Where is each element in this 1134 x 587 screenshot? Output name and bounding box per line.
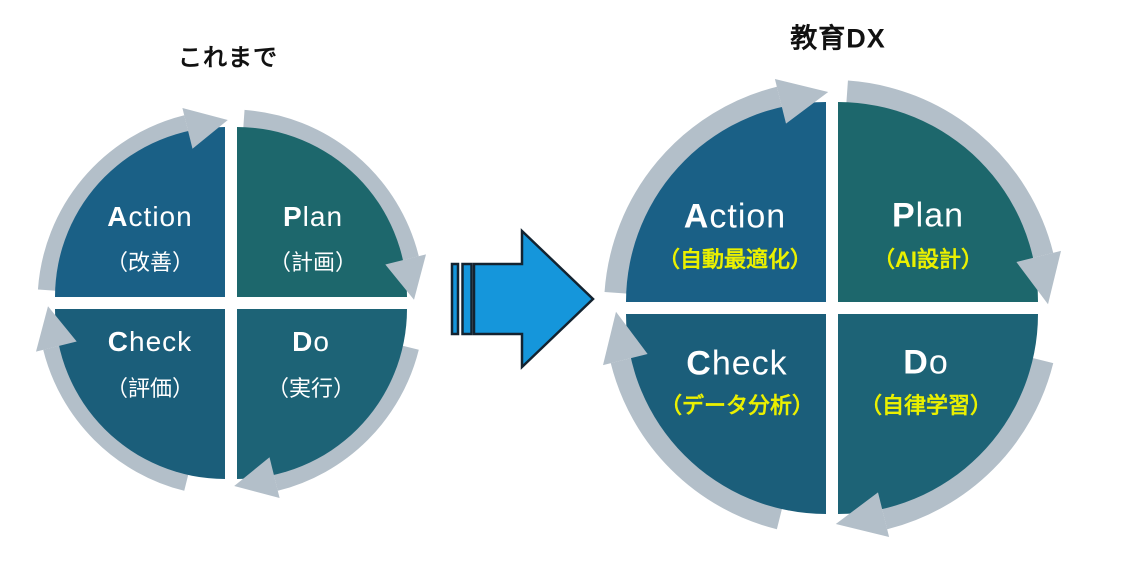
right-sub-action: （自動最適化） [657,247,813,272]
label-rest: ction [128,201,193,232]
left-sub-plan: （計画） [268,250,358,275]
label-rest: ction [709,197,787,236]
left-sub-check: （評価） [105,376,195,401]
left-cycle-arc-do [271,343,419,491]
label-initial: D [903,343,929,382]
left-pdca-wheel [36,108,426,498]
left-diagram-title: これまで [178,44,278,72]
right-quadrant-do [838,314,1038,514]
label-rest: lan [915,196,965,235]
label-rest: heck [711,344,788,383]
left-cycle-arc-plan [242,109,419,263]
label-rest: o [313,326,330,357]
label-initial: D [292,326,314,357]
right-cycle-arc-do [879,355,1054,530]
label-initial: P [891,196,916,235]
left-sub-do: （実行） [266,376,356,401]
right-cycle-arrowhead-do [835,492,890,537]
right-label-do: Do [903,344,948,383]
right-label-action: Action [684,198,786,237]
label-rest: lan [302,201,344,232]
right-cycle-arc-action [604,86,785,295]
right-cycle-arrowhead-check [603,311,648,366]
left-quadrant-do [237,309,407,479]
right-cycle-arrowhead-action [774,79,829,124]
left-cycle-arrowhead-action [182,108,228,149]
right-diagram-title: 教育DX [790,23,886,54]
left-label-plan: Plan [283,201,343,233]
left-sub-action: （改善） [105,250,195,275]
label-initial: P [282,201,303,232]
left-cycle-arrowhead-do [234,457,280,498]
left-label-check: Check [108,326,192,358]
left-quadrant-plan [237,127,407,297]
transform-arrow-body [472,228,595,370]
label-initial: C [107,326,130,357]
transform-arrow [450,228,595,370]
left-cycle-arrowhead-check [36,306,77,352]
right-quadrant-check [626,314,826,514]
right-label-plan: Plan [892,197,964,236]
label-initial: A [107,201,129,232]
right-cycle-arc-plan [845,80,1054,261]
transform-arrow-bar-2 [461,262,473,336]
right-quadrant-action [626,102,826,302]
right-sub-do: （自律学習） [859,393,993,418]
left-cycle-arc-action [37,115,191,292]
transform-arrow-bar-1 [450,262,460,336]
left-label-do: Do [292,326,330,358]
left-quadrant-check [55,309,225,479]
right-sub-check: （データ分析） [659,393,815,418]
right-cycle-arc-check [610,355,785,530]
left-cycle-arrowhead-plan [385,254,426,300]
label-initial: A [683,197,710,236]
left-label-action: Action [107,201,192,233]
right-pdca-wheel [603,79,1061,537]
right-cycle-arrowhead-plan [1016,250,1061,305]
right-quadrant-plan [838,102,1038,302]
label-rest: heck [129,326,193,357]
left-cycle-arc-check [43,343,191,491]
label-initial: C [686,344,712,383]
right-sub-plan: （AI設計） [872,247,984,272]
left-quadrant-action [55,127,225,297]
right-label-check: Check [686,345,787,384]
label-rest: o [928,343,949,382]
